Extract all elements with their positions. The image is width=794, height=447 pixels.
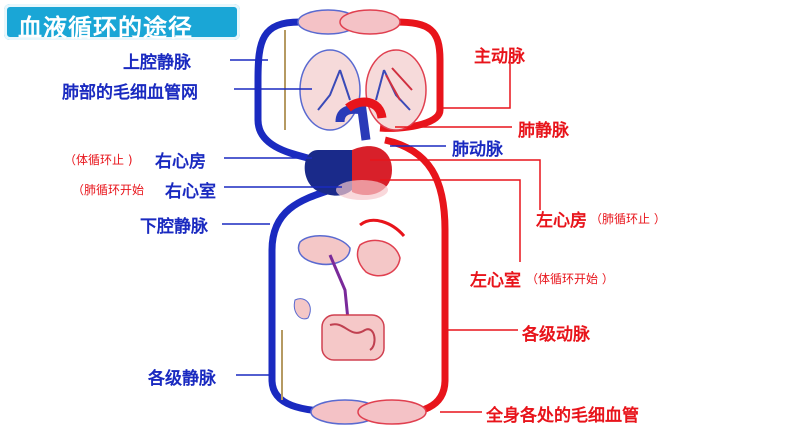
label-veins: 各级静脉 [148, 369, 216, 389]
systemic-vein-loop [254, 18, 317, 164]
abdominal-organs [297, 218, 406, 341]
title-badge: 血液循环的途径 [4, 4, 240, 42]
page-title: 血液循环的途径 [18, 14, 193, 42]
label-aorta: 主动脉 [474, 47, 525, 67]
lower-capillary-net [310, 399, 427, 425]
right-leader-lines [370, 55, 541, 413]
upper-capillary-net [297, 9, 401, 35]
label-arteries: 各级动脉 [522, 325, 590, 345]
label-right-atrium: 右心房 [155, 152, 206, 172]
label-left-ventricle: 左心室 [470, 271, 521, 291]
label-left-atrium-note: （肺循环止 ） [590, 212, 666, 226]
label-right-ventricle: 右心室 [165, 182, 216, 202]
label-left-atrium: 左心房 [536, 211, 587, 231]
label-right-atrium-note: （体循环止 ) [64, 153, 133, 167]
systemic-artery-loop [384, 136, 449, 418]
label-pulmonary-capillaries: 肺部的毛细血管网 [62, 83, 198, 103]
label-inferior-vena-cava: 下腔静脉 [140, 217, 208, 237]
label-pulmonary-artery: 肺动脉 [452, 140, 503, 160]
intestines [293, 298, 385, 361]
label-superior-vena-cava: 上腔静脉 [123, 53, 191, 73]
label-right-ventricle-note: （肺循环开始 [72, 183, 145, 197]
heart [304, 97, 392, 200]
label-body-capillaries: 全身各处的毛细血管 [486, 406, 639, 426]
label-pulmonary-vein: 肺静脉 [518, 121, 569, 141]
inferior-vena-cava-path [268, 186, 346, 416]
label-left-ventricle-note: （体循环开始 ） [526, 272, 614, 286]
left-leader-lines [222, 59, 342, 376]
